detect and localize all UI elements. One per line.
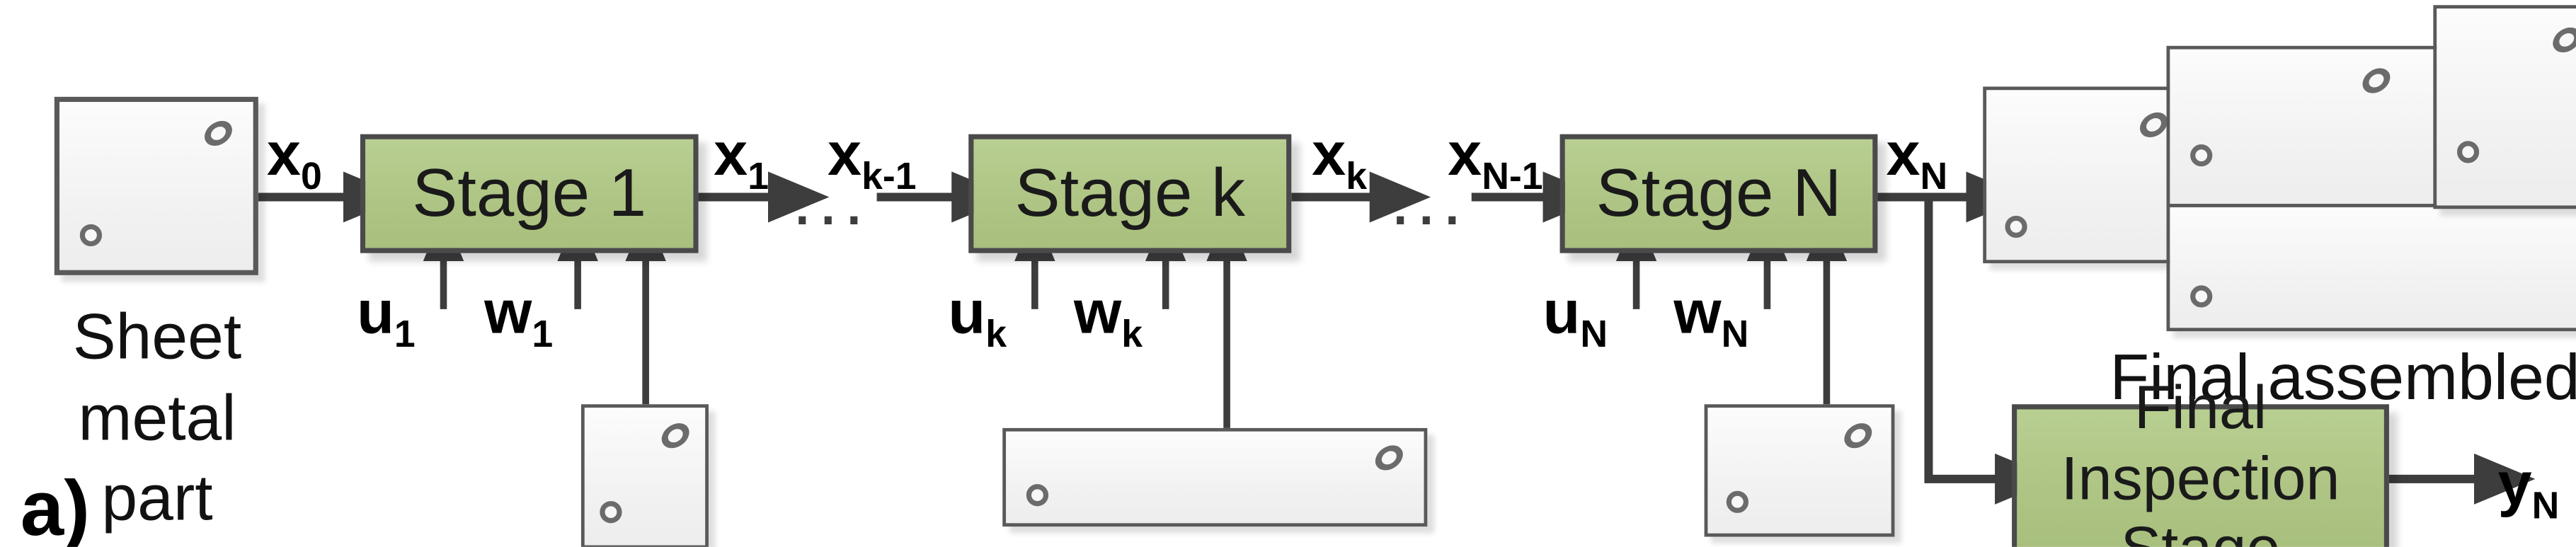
ellipsis-between-stage1-and-stagek: ... [791, 158, 870, 241]
stage-block-1-label: Stage 1 [412, 156, 647, 231]
signal-xN-sub: N [1920, 154, 1948, 197]
hole-icon [79, 224, 103, 247]
signal-xN-base: x [1886, 119, 1920, 189]
signal-label-xk: xk [1312, 119, 1367, 199]
hole-icon [1839, 418, 1877, 454]
signal-label-xN-minus-1: xN-1 [1448, 119, 1542, 199]
final-inspection-stage-label: Final Inspection Stage [2061, 372, 2340, 547]
stage-block-N-label: Stage N [1596, 156, 1842, 231]
signal-uN-sub: N [1580, 313, 1608, 356]
signal-xNm1-base: x [1448, 119, 1482, 189]
stage-block-k-label: Stage k [1014, 156, 1246, 231]
hole-icon [1726, 490, 1749, 513]
signal-label-x1: x1 [714, 119, 769, 199]
stage-block-1[interactable]: Stage 1 [360, 134, 699, 253]
signal-label-xk-minus-1: xk-1 [828, 119, 916, 199]
hole-icon [1026, 484, 1049, 507]
signal-wk-sub: k [1121, 313, 1143, 356]
signal-w1-sub: 1 [532, 313, 554, 356]
signal-label-w1: w1 [484, 277, 553, 357]
figure-label: a) [20, 463, 90, 547]
signal-x0-sub: 0 [300, 154, 322, 197]
stageN-input-part-plate [1704, 404, 1895, 537]
signal-x1-sub: 1 [748, 154, 769, 197]
signal-label-xN: xN [1886, 119, 1947, 199]
signal-yN-base: y [2497, 448, 2532, 519]
signal-label-u1: u1 [357, 277, 416, 357]
final-assembled-part-caption: Final assembled part [2110, 342, 2576, 415]
signal-wk-base: w [1074, 277, 1122, 347]
signal-u1-base: u [357, 277, 394, 347]
signal-label-wN: wN [1673, 277, 1748, 357]
signal-label-uk: uk [948, 277, 1007, 357]
hole-icon [2357, 63, 2395, 98]
assembly-plate-bottom [2166, 204, 2576, 332]
hole-icon [656, 418, 694, 454]
signal-label-wk: wk [1074, 277, 1143, 357]
signal-label-x0: x0 [267, 119, 322, 199]
hole-icon [2005, 215, 2027, 238]
sheet-metal-part-caption: Sheet metal part [72, 302, 242, 536]
hole-icon [2548, 22, 2576, 58]
hole-icon [2190, 144, 2213, 167]
signal-x0-base: x [266, 119, 301, 189]
signal-xkm1-sub: k-1 [861, 154, 917, 197]
final-inspection-stage-block[interactable]: Final Inspection Stage [2012, 373, 2389, 547]
signal-xkm1-base: x [827, 119, 862, 189]
stage1-input-part-plate [580, 404, 709, 547]
sheet-metal-part-plate [54, 96, 258, 275]
signal-label-yN: yN [2498, 449, 2560, 529]
hole-icon [1370, 440, 1408, 476]
signal-xk-sub: k [1346, 154, 1368, 197]
stagek-input-part-plate [1002, 427, 1428, 527]
signal-uk-sub: k [985, 313, 1007, 356]
signal-wN-sub: N [1721, 313, 1749, 356]
signal-yN-sub: N [2531, 484, 2560, 527]
hole-icon [200, 115, 237, 151]
hole-icon [2456, 141, 2480, 163]
signal-uk-base: u [948, 277, 986, 347]
signal-label-uN: uN [1543, 277, 1608, 357]
assembly-plate-upper-middle [2166, 45, 2442, 207]
hole-icon [2190, 285, 2213, 308]
signal-uN-base: u [1542, 277, 1581, 347]
stage-block-N[interactable]: Stage N [1559, 134, 1878, 253]
hole-icon [600, 501, 622, 524]
signal-x1-base: x [714, 119, 748, 189]
signal-u1-sub: 1 [394, 313, 416, 356]
ellipsis-between-stagek-and-stageN: ... [1390, 158, 1468, 241]
signal-w1-base: w [484, 277, 532, 347]
stage-block-k[interactable]: Stage k [968, 134, 1292, 253]
assembly-plate-center-tall [2433, 5, 2576, 209]
signal-wN-base: w [1673, 277, 1722, 347]
signal-xk-base: x [1312, 119, 1346, 189]
signal-xNm1-sub: N-1 [1482, 154, 1543, 197]
